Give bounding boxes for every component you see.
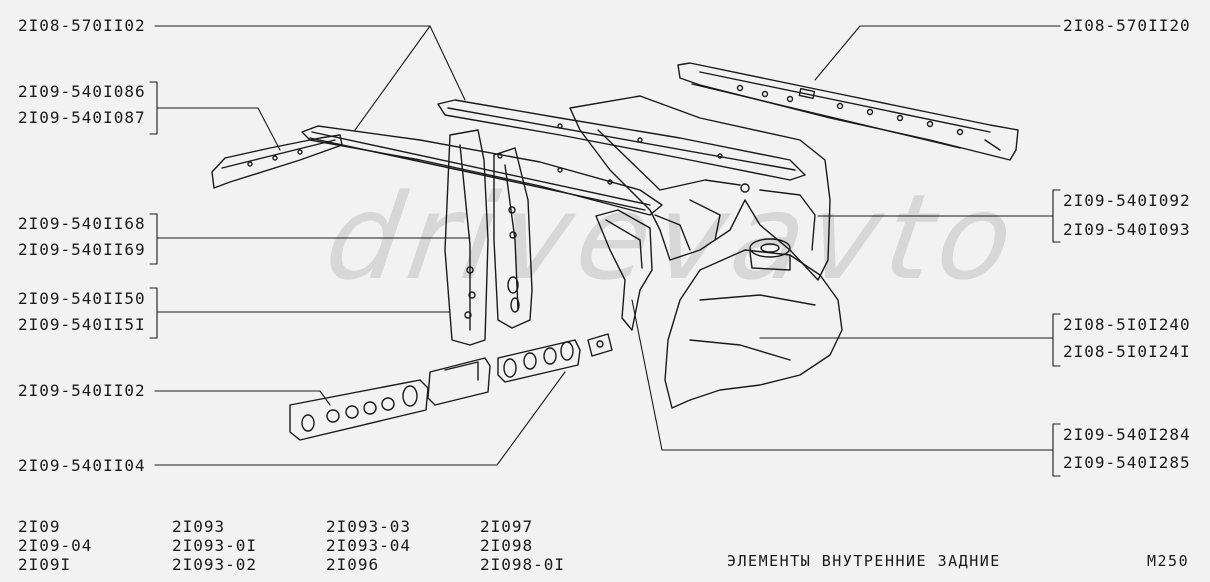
model-code: 2I093 [172, 517, 226, 536]
part-number-label: 2I08-570II02 [18, 16, 146, 35]
rail-left [211, 134, 343, 189]
model-code: 2I096 [326, 555, 380, 574]
small-bracket [595, 209, 653, 331]
part-number-label: 2I09-540I086 [18, 82, 146, 101]
rail-top-right [677, 62, 1019, 161]
part-number-label: 2I08-570II20 [1063, 16, 1191, 35]
part-number-label: 2I09-540II5I [18, 315, 146, 334]
model-code: 2I09I [18, 555, 72, 574]
model-code: 2I093-04 [326, 536, 412, 555]
wheel-arch [664, 238, 843, 409]
model-code: 2I098-0I [480, 555, 566, 574]
quarter-panel [569, 95, 831, 281]
part-number-label: 2I09-540II04 [18, 456, 146, 475]
part-number-label: 2I09-540I093 [1063, 220, 1191, 239]
part-number-label: 2I09-540I284 [1063, 425, 1191, 444]
pillars [444, 129, 533, 346]
model-code: 2I09-04 [18, 536, 93, 555]
part-number-label: 2I09-540II02 [18, 381, 146, 400]
model-code: 2I093-03 [326, 517, 412, 536]
floor-members [289, 333, 613, 441]
page-code: M250 [1147, 552, 1190, 570]
model-code: 2I093-02 [172, 555, 258, 574]
part-number-label: 2I09-540I087 [18, 108, 146, 127]
part-number-label: 2I09-540II50 [18, 289, 146, 308]
part-number-label: 2I08-5I0I24I [1063, 342, 1191, 361]
part-number-label: 2I09-540I092 [1063, 191, 1191, 210]
model-code: 2I093-0I [172, 536, 258, 555]
part-number-label: 2I09-540I285 [1063, 453, 1191, 472]
diagram-caption: ЭЛЕМЕНТЫ ВНУТРЕННИЕ ЗАДНИЕ [727, 552, 1001, 570]
part-number-label: 2I09-540II69 [18, 240, 146, 259]
model-code: 2I098 [480, 536, 534, 555]
model-code: 2I097 [480, 517, 534, 536]
rail-center [301, 99, 806, 216]
part-number-label: 2I09-540II68 [18, 214, 146, 233]
part-number-label: 2I08-5I0I240 [1063, 315, 1191, 334]
leader-lines [149, 25, 1061, 477]
model-code: 2I09 [18, 517, 61, 536]
